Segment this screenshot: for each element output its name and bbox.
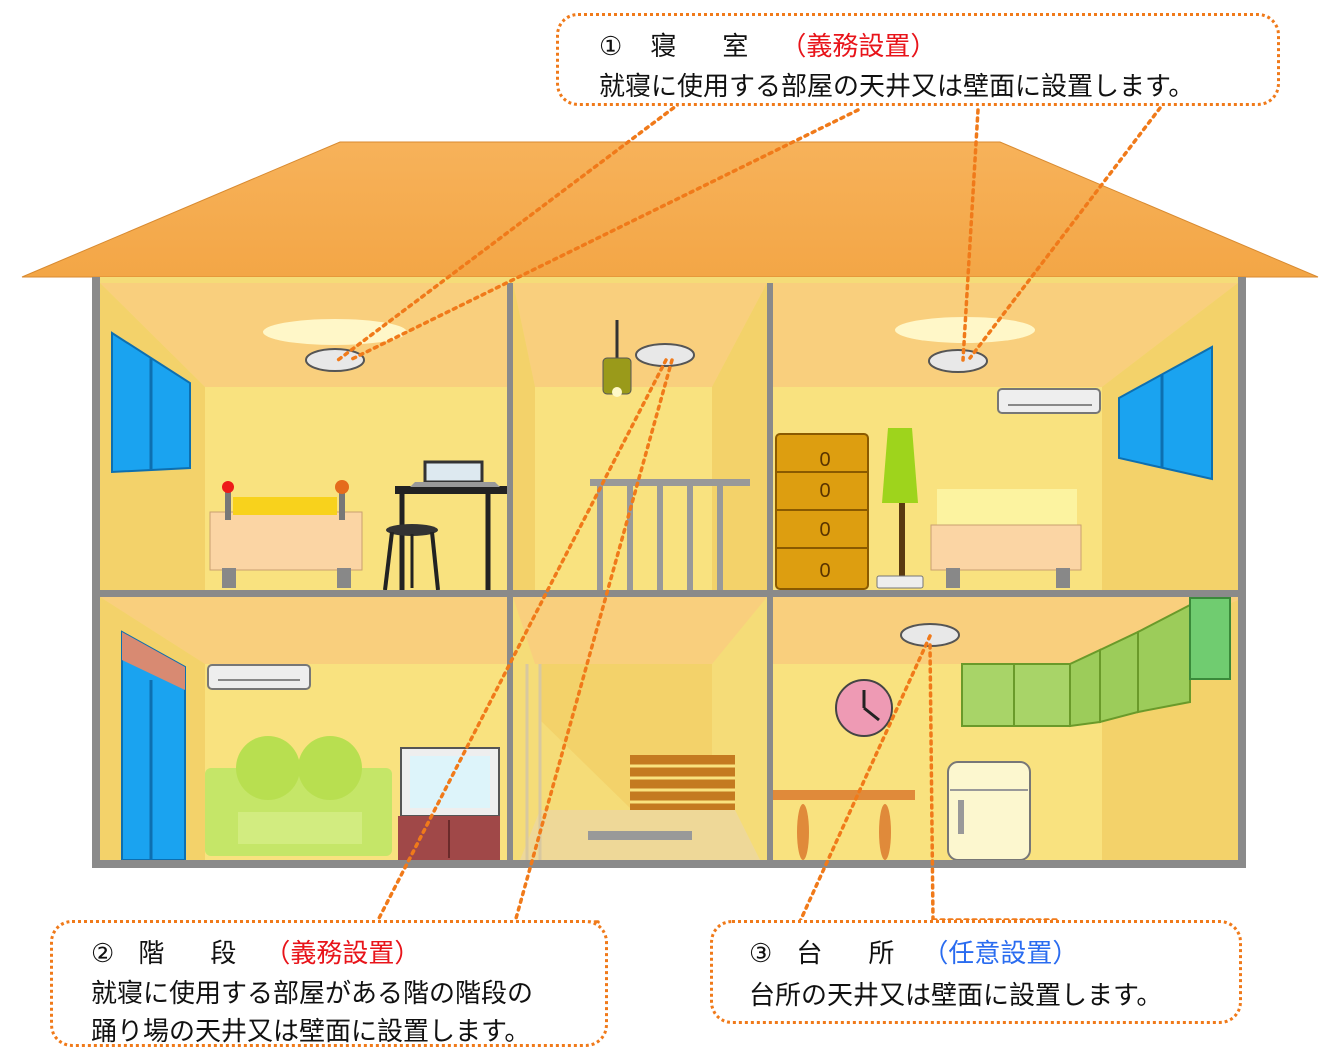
callout-leader-lines [336, 101, 1162, 930]
mandatory-tag: （義務設置） [264, 939, 421, 969]
roof [21, 141, 1319, 278]
callout-description: 就寝に使用する部屋がある階の階段の [91, 979, 534, 1009]
house-frame [92, 277, 1246, 868]
drawer-label: 0 [819, 560, 830, 582]
callout-room-name: 階 段 [138, 939, 247, 969]
callout-number: ② [91, 939, 115, 969]
downstairs-kitchen [773, 597, 1238, 861]
smoke-detector-icon [928, 349, 988, 373]
callout-number: ③ [749, 939, 773, 969]
callout-bedroom: ① 寝 室 （義務設置） 就寝に使用する部屋の天井又は壁面に設置します。 [556, 13, 1280, 106]
upstairs-left-room [100, 283, 509, 591]
downstairs-staircase [513, 597, 767, 860]
callout-number: ① [599, 32, 623, 62]
drawer-label: 0 [819, 449, 830, 471]
drawer-label: 0 [819, 519, 830, 541]
upstairs-stair-hall [513, 283, 767, 590]
smoke-detector-icon [635, 343, 695, 367]
mandatory-tag: （義務設置） [780, 32, 937, 62]
callout-description: 踊り場の天井又は壁面に設置します。 [91, 1017, 531, 1047]
callout-description: 就寝に使用する部屋の天井又は壁面に設置します。 [599, 72, 1195, 102]
callout-room-name: 寝 室 [650, 32, 759, 62]
downstairs-living-room [100, 597, 507, 861]
drawer-label: 0 [819, 480, 830, 502]
callout-description: 台所の天井又は壁面に設置します。 [749, 981, 1163, 1011]
smoke-detector-icon [305, 348, 365, 372]
upstairs-right-room: 0 0 0 0 [773, 283, 1238, 590]
optional-tag: （任意設置） [922, 939, 1079, 969]
callout-stairs: ② 階 段 （義務設置） 就寝に使用する部屋がある階の階段の 踊り場の天井又は壁面に… [50, 920, 608, 1047]
callout-kitchen: ③ 台 所 （任意設置） 台所の天井又は壁面に設置します。 [710, 920, 1242, 1024]
callout-room-name: 台 所 [796, 939, 905, 969]
